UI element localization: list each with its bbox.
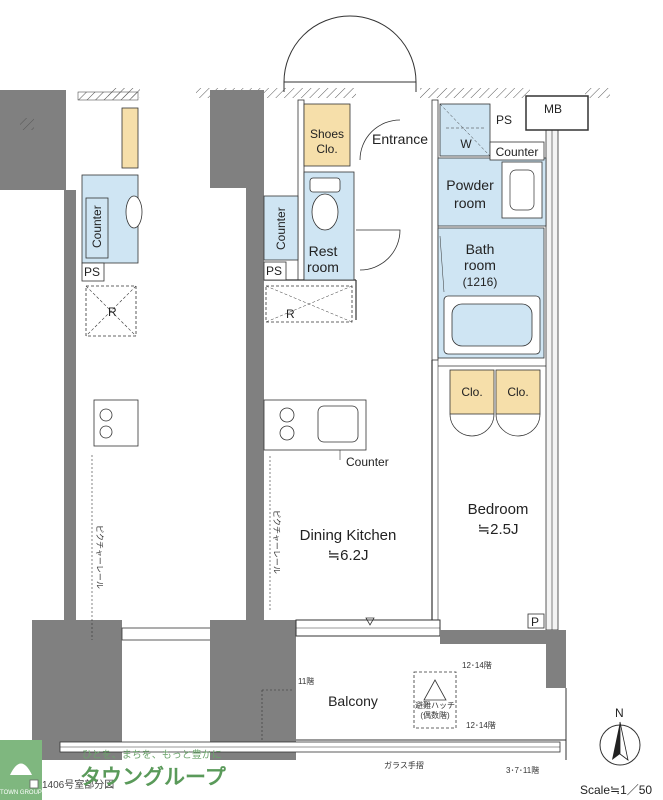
r-label: R	[286, 307, 295, 321]
ps-label: PS	[266, 264, 282, 278]
bath-label-2: room	[464, 257, 496, 273]
p-label: P	[531, 615, 539, 629]
dining-label-1: Dining Kitchen	[300, 527, 397, 544]
rest-label-1: Rest	[309, 243, 338, 259]
room-note-label: 1406号室部分図	[42, 778, 114, 791]
bedroom-closets: Clo. Clo.	[438, 365, 546, 437]
bath-label-1: Bath	[466, 241, 495, 257]
counter-toilet-label: Counter	[274, 207, 288, 250]
evacuation-hatch: 避難ハッチ (偶数階)	[413, 671, 457, 729]
neighbor-counter-label: Counter	[90, 205, 104, 248]
north-label: N	[615, 706, 624, 720]
rest-room: Counter Rest room	[263, 171, 401, 281]
neighbor-unit: Counter PS R ピクチャーレール	[0, 90, 263, 760]
kitchen: Counter	[263, 399, 389, 469]
scale-label: Scale≒1／50	[580, 783, 652, 797]
floor-11-label: 11階	[298, 676, 314, 686]
brand-name: タウングループ	[80, 765, 227, 789]
floor-12-14-label-a: 12･14階	[462, 660, 492, 670]
counter-top-label: Counter	[496, 145, 539, 159]
mb-label: MB	[544, 102, 562, 116]
clo-b-label: Clo.	[507, 385, 528, 399]
bath-size-label: (1216)	[463, 275, 498, 289]
shoes-closet: Shoes Clo.	[303, 103, 351, 167]
picture-rail-label: ピクチャーレール	[272, 510, 281, 574]
bedroom-label-2: ≒2.5J	[478, 521, 519, 538]
balcony-label: Balcony	[328, 693, 378, 709]
neighbor-rail-label: ピクチャーレール	[95, 525, 104, 589]
washer-label: W	[460, 137, 472, 151]
floors-3-7-11-label: 3･7･11階	[506, 765, 539, 775]
powder-room: Counter Powder room	[437, 141, 547, 227]
glass-rail-label: ガラス手摺	[384, 760, 424, 770]
powder-label-1: Powder	[446, 177, 494, 193]
brand-slogan: ひとを、まちを、もっと豊かに	[82, 748, 222, 761]
rest-label-2: room	[307, 259, 339, 275]
neighbor-ps-label: PS	[84, 265, 100, 279]
entrance-label: Entrance	[372, 131, 428, 147]
entrance-door	[283, 15, 417, 92]
dining-label-2: ≒6.2J	[328, 547, 369, 564]
brand-logo: TOWN GROUP	[0, 740, 42, 800]
washing-machine-area: W	[439, 103, 491, 157]
walls	[59, 88, 610, 760]
bathroom: Bath room (1216)	[437, 227, 545, 359]
shoes-clo-label-2: Clo.	[316, 142, 337, 156]
neighbor-r-label: R	[108, 305, 117, 319]
refrigerator-space: R	[265, 285, 353, 323]
shoes-clo-label-1: Shoes	[310, 127, 344, 141]
bedroom-label-1: Bedroom	[468, 501, 529, 518]
ps-top-label: PS	[496, 113, 512, 127]
counter-kitchen-label: Counter	[346, 455, 389, 469]
north-arrow: N	[599, 706, 641, 766]
powder-label-2: room	[454, 195, 486, 211]
brand-logo-text: TOWN GROUP	[0, 790, 42, 796]
hatch-label-2: (偶数階)	[420, 710, 450, 720]
floor-12-14-label-b: 12･14階	[466, 720, 496, 730]
hatch-label-1: 避難ハッチ	[415, 700, 455, 710]
clo-a-label: Clo.	[461, 385, 482, 399]
